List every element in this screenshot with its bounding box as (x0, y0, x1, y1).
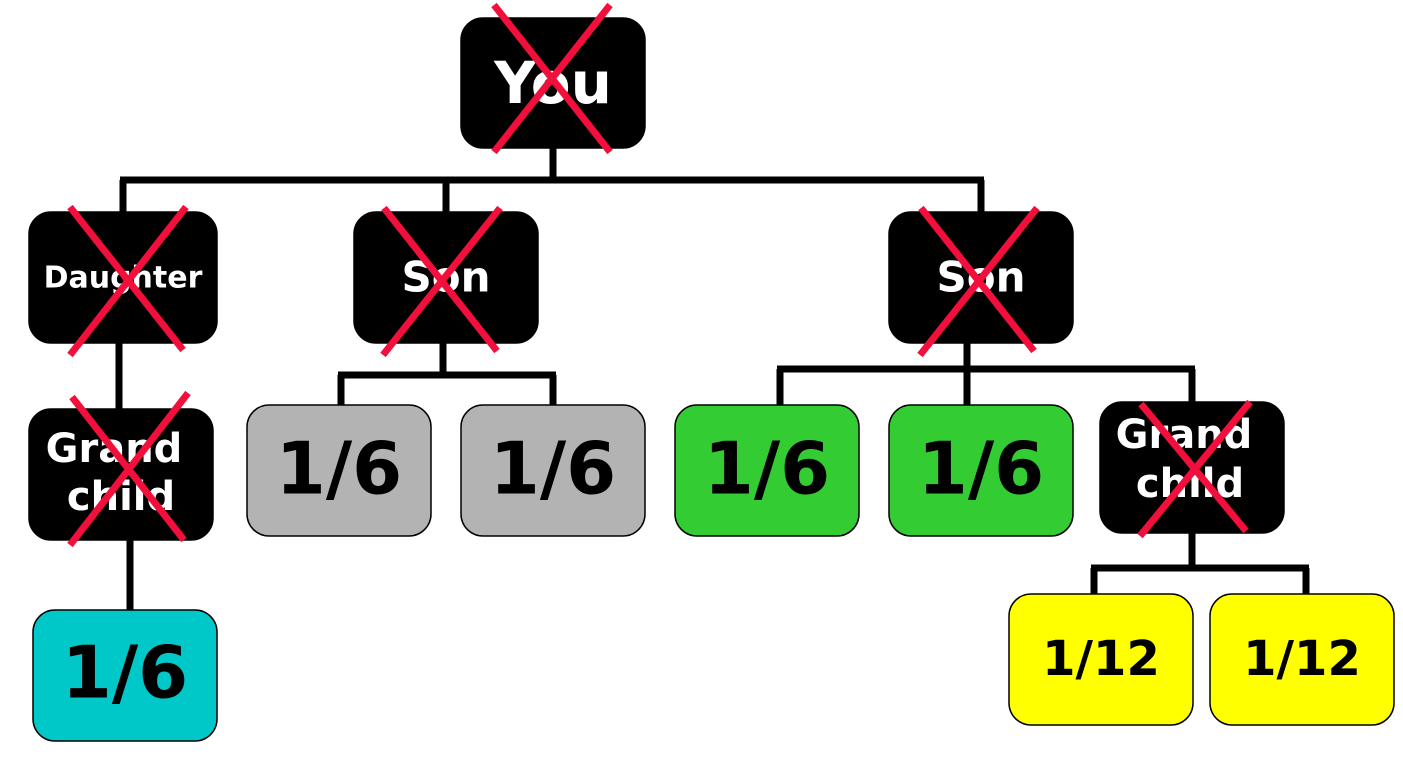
node-son-2: Son (888, 205, 1074, 358)
node-grandchild-2-line1: Grand (1116, 412, 1253, 458)
node-you: You (460, 2, 646, 155)
share-gray-1: 1/6 (246, 404, 432, 537)
cross-mark-icon (380, 205, 503, 358)
share-yellow-2-box (1209, 593, 1395, 726)
share-yellow-1: 1/12 (1008, 593, 1194, 726)
share-green-2-box (888, 404, 1074, 537)
node-grandchild-2: Grand child (1099, 399, 1285, 539)
share-gray-2: 1/6 (460, 404, 646, 537)
connector-lines (115, 148, 1310, 610)
cross-mark-icon (67, 390, 191, 548)
share-gray-1-label: 1/6 (276, 427, 403, 511)
share-yellow-2: 1/12 (1209, 593, 1395, 726)
share-cyan-label: 1/6 (62, 631, 189, 715)
share-green-1: 1/6 (674, 404, 860, 537)
share-gray-1-box (246, 404, 432, 537)
share-green-1-label: 1/6 (704, 427, 831, 511)
share-gray-2-label: 1/6 (490, 427, 617, 511)
cross-mark-icon (491, 2, 613, 155)
share-yellow-1-label: 1/12 (1042, 631, 1160, 687)
node-son-1: Son (353, 205, 539, 358)
node-grandchild-1: Grand child (28, 390, 214, 548)
share-cyan-box (32, 609, 218, 742)
cross-mark-icon (1137, 399, 1253, 539)
share-yellow-2-label: 1/12 (1243, 631, 1361, 687)
share-cyan: 1/6 (32, 609, 218, 742)
share-green-2: 1/6 (888, 404, 1074, 537)
share-green-2-label: 1/6 (918, 427, 1045, 511)
cross-mark-icon (67, 204, 189, 358)
share-gray-2-box (460, 404, 646, 537)
cross-mark-icon (917, 205, 1040, 358)
share-green-1-box (674, 404, 860, 537)
node-daughter: Daughter (28, 204, 218, 358)
share-yellow-1-box (1008, 593, 1194, 726)
